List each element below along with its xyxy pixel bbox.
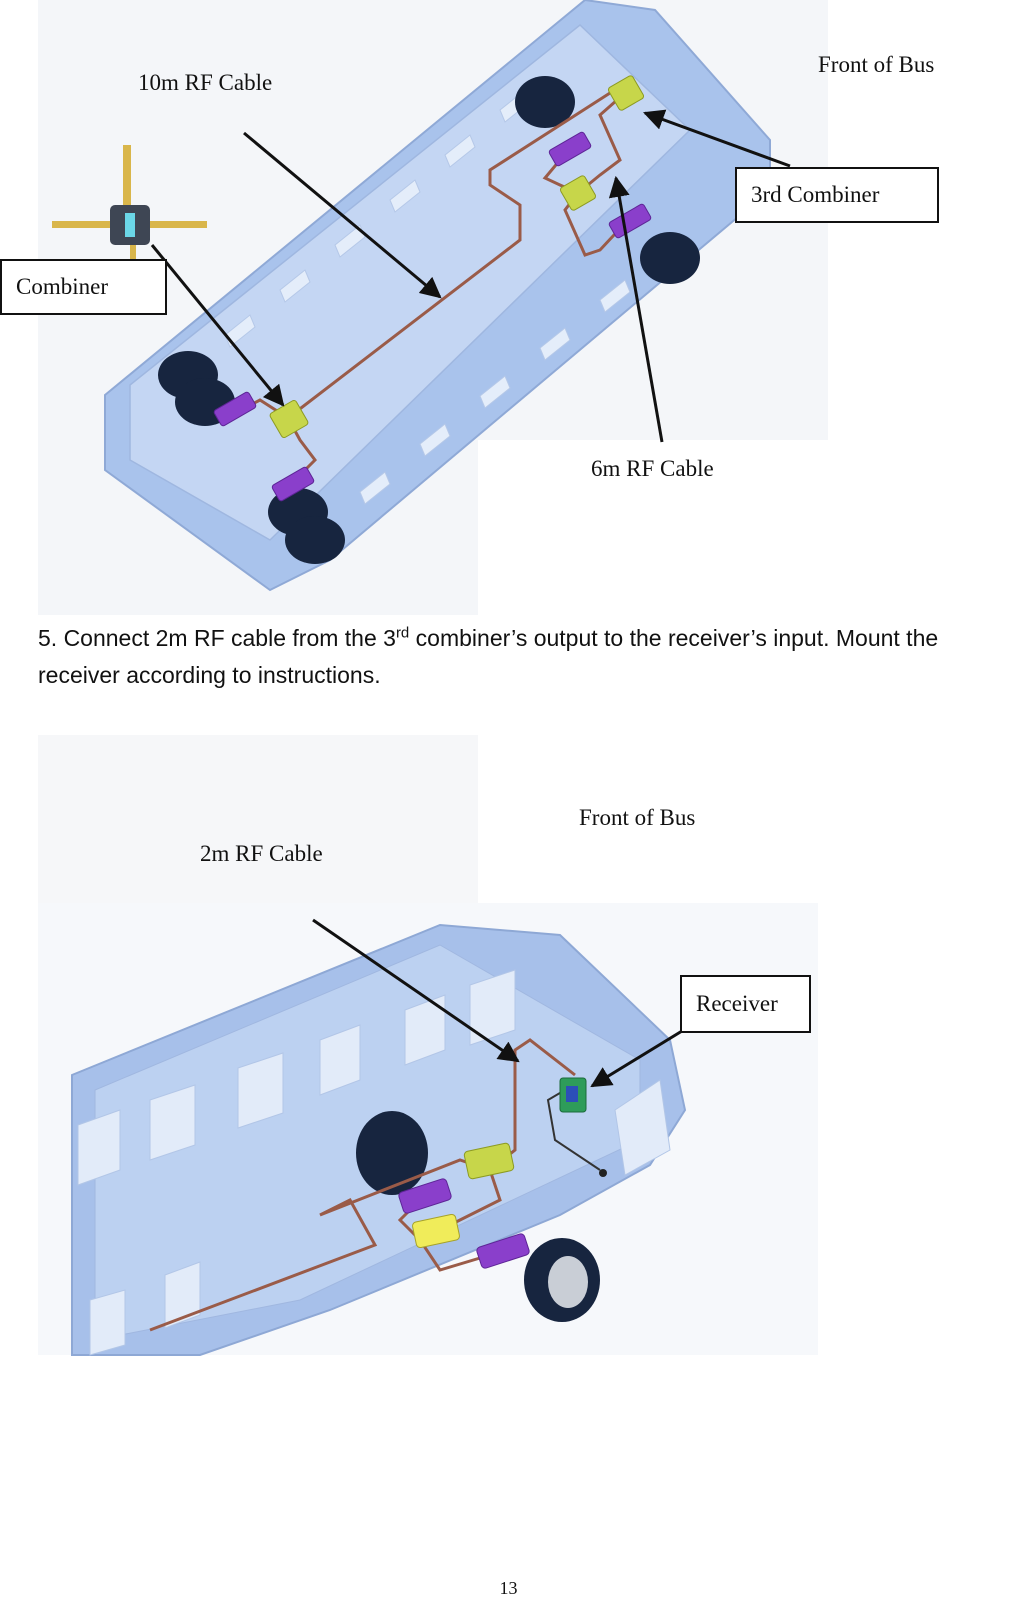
receiver-callout: Receiver (680, 975, 811, 1033)
antenna-modules-side (398, 1178, 530, 1269)
step-5-instruction: 5. Connect 2m RF cable from the 3rd comb… (38, 620, 1013, 694)
cable-2m-label: 2m RF Cable (200, 841, 323, 866)
combiner-callout: Combiner (0, 259, 167, 315)
third-combiner-callout-text: 3rd Combiner (751, 182, 880, 207)
bus-diagram-top (38, 0, 828, 615)
step-5-text-rest: combiner’s output to the receiver’s inpu… (38, 625, 939, 688)
step-5-text-prefix: 5. Connect 2m RF cable from the 3 (38, 625, 396, 651)
combiner-modules (269, 75, 645, 439)
cable-10m-label: 10m RF Cable (138, 70, 273, 95)
bus-body-side (71, 923, 687, 1356)
receiver-antenna-wire (546, 1089, 601, 1171)
callout-arrows (150, 109, 791, 443)
cable-6m-label: 6m RF Cable (591, 456, 714, 481)
callout-arrows-side (312, 918, 683, 1088)
bus-wheels (158, 76, 700, 564)
combiner-photo (52, 145, 207, 260)
combiner-callout-text: Combiner (16, 274, 108, 299)
front-of-bus-label-2: Front of Bus (579, 805, 696, 830)
third-combiner-callout: 3rd Combiner (735, 167, 939, 223)
front-of-bus-label-1: Front of Bus (818, 52, 935, 77)
bus-wheels-side (356, 1111, 600, 1322)
receiver-callout-text: Receiver (696, 991, 778, 1016)
step-5-superscript: rd (395, 624, 410, 642)
rf-cable-route-side (149, 1038, 576, 1332)
antenna-modules (213, 131, 652, 502)
receiver-module (559, 1077, 587, 1113)
page-number: 13 (499, 1578, 518, 1598)
combiner-modules-side (412, 1142, 515, 1249)
